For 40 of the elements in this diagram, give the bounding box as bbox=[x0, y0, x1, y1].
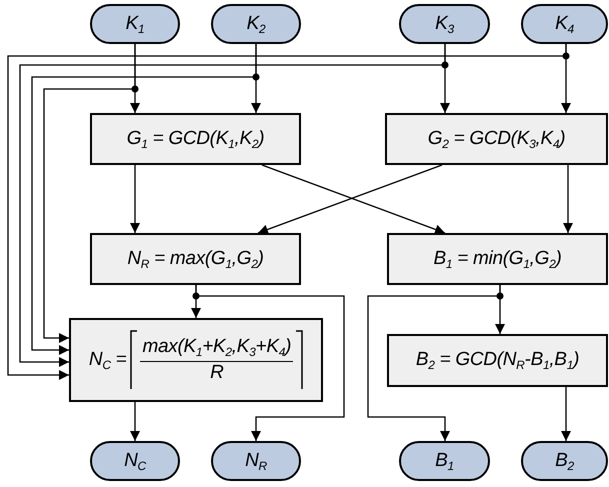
arrow bbox=[31, 44, 257, 355]
node-label: N$_{C}$ bbox=[124, 450, 146, 472]
node-label: B$_{2}$ = GCD(N$_{R}$-B$_{1}$,B$_{1}$) bbox=[416, 349, 580, 372]
arrow bbox=[561, 387, 571, 441]
node-label: K$_{3}$ bbox=[435, 12, 454, 36]
process-box bbox=[385, 113, 608, 165]
node-label: K$_{4}$ bbox=[555, 12, 574, 36]
node-label: K$_{2}$ bbox=[246, 12, 266, 36]
arrow bbox=[367, 285, 501, 441]
node-label: G$_{2}$ = GCD(K$_{3}$,K$_{4}$) bbox=[428, 128, 566, 150]
terminal-box bbox=[521, 441, 608, 481]
terminal-box bbox=[211, 4, 301, 44]
terminal-box bbox=[399, 441, 490, 481]
node-label: B$_{2}$ bbox=[555, 450, 574, 472]
terminal-box bbox=[211, 441, 301, 481]
node-label: B$_{1}$ = min(G$_{1}$,G$_{2}$) bbox=[434, 248, 562, 270]
process-box bbox=[387, 334, 608, 387]
terminal-box bbox=[521, 4, 608, 44]
arrow bbox=[130, 402, 140, 441]
process-box bbox=[387, 233, 608, 285]
node-label: N$_{R}$ bbox=[245, 450, 267, 472]
arrow bbox=[19, 44, 446, 367]
formula-text: N$_{C}$ = bbox=[88, 348, 126, 372]
arrow bbox=[563, 165, 573, 233]
node-label: K$_{1}$ bbox=[126, 12, 144, 36]
arrow bbox=[43, 44, 136, 343]
denominator-text: R bbox=[210, 362, 224, 384]
terminal-box bbox=[90, 4, 180, 44]
numerator-text: max(K$_{1}$+K$_{2}$,K$_{3}$+K$_{4}$) bbox=[140, 336, 294, 362]
arrow bbox=[130, 165, 140, 233]
node-label: G$_{1}$ = GCD(K$_{1}$,K$_{2}$) bbox=[126, 128, 264, 150]
terminal-box bbox=[399, 4, 490, 44]
process-box bbox=[90, 233, 301, 285]
process-box bbox=[69, 318, 323, 402]
arrow bbox=[7, 44, 567, 380]
node-label: B$_{1}$ bbox=[435, 450, 454, 472]
process-box bbox=[90, 113, 301, 165]
terminal-box bbox=[90, 441, 180, 481]
arrow bbox=[195, 285, 345, 441]
node-label: N$_{R}$ = max(G$_{1}$,G$_{2}$) bbox=[127, 248, 264, 270]
